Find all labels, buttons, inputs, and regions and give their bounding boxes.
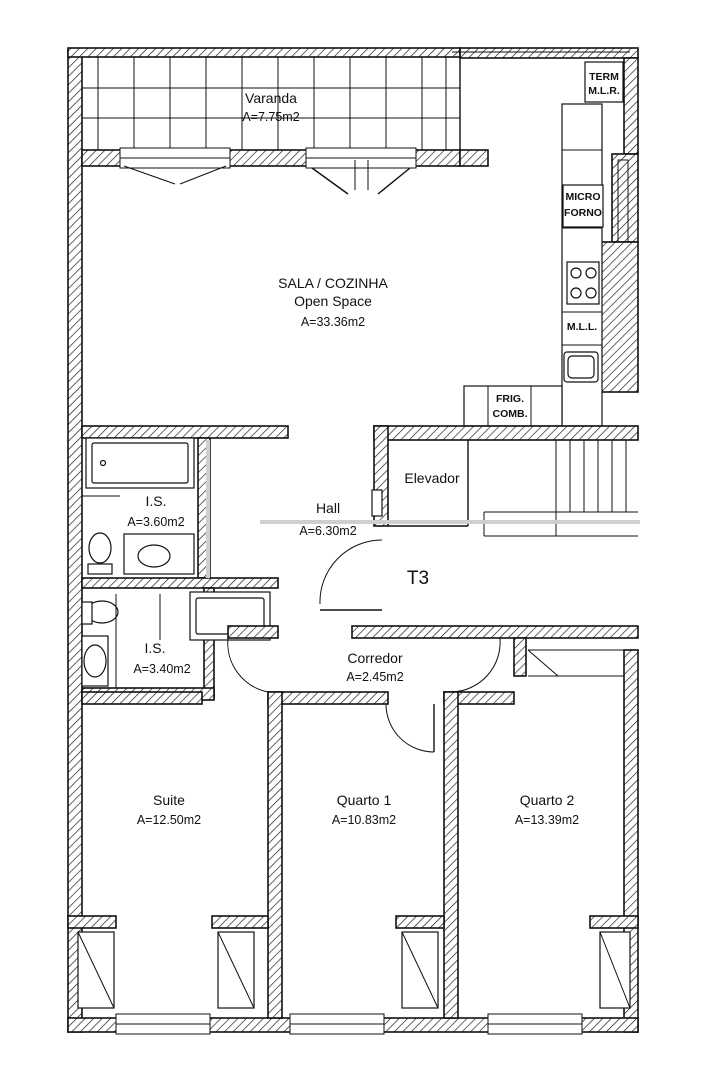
bedroom-walls [81,625,639,1019]
balcony [81,48,630,195]
is1-label: I.S. [145,493,166,509]
is1-area: A=3.60m2 [127,515,184,529]
quarto2-area: A=13.39m2 [515,813,579,827]
varanda-label: Varanda [245,90,297,106]
frig-label-2: COMB. [493,408,528,420]
sala-area: A=33.36m2 [301,315,365,329]
micro-label-1: MICRO [566,191,601,203]
suite-area: A=12.50m2 [137,813,201,827]
bottom-windows [67,915,639,1035]
is2-area: A=3.40m2 [133,662,190,676]
mll-label: M.L.L. [567,321,597,333]
elevador-label: Elevador [404,470,460,486]
hall-label: Hall [316,500,340,516]
labels: Varanda A=7.75m2 SALA / COZINHA Open Spa… [127,71,619,827]
hall-area: A=6.30m2 [299,524,356,538]
bathrooms [81,425,289,701]
micro-label-2: FORNO [564,207,602,219]
term-label-1: TERM [589,71,619,83]
sala-subtitle: Open Space [294,293,372,309]
quarto1-area: A=10.83m2 [332,813,396,827]
kitchen [463,61,629,427]
plan-title: T3 [407,568,429,589]
term-label-2: M.L.R. [588,85,620,97]
suite-label: Suite [153,792,185,808]
sala-label: SALA / COZINHA [278,275,388,291]
corredor-label: Corredor [347,650,403,666]
stairs-elevator [260,425,640,537]
hall-door [319,539,383,611]
corredor-area: A=2.45m2 [346,670,403,684]
frig-label-1: FRIG. [496,393,524,405]
varanda-area: A=7.75m2 [242,110,299,124]
quarto1-label: Quarto 1 [337,792,392,808]
quarto2-label: Quarto 2 [520,792,575,808]
is2-label: I.S. [144,640,165,656]
